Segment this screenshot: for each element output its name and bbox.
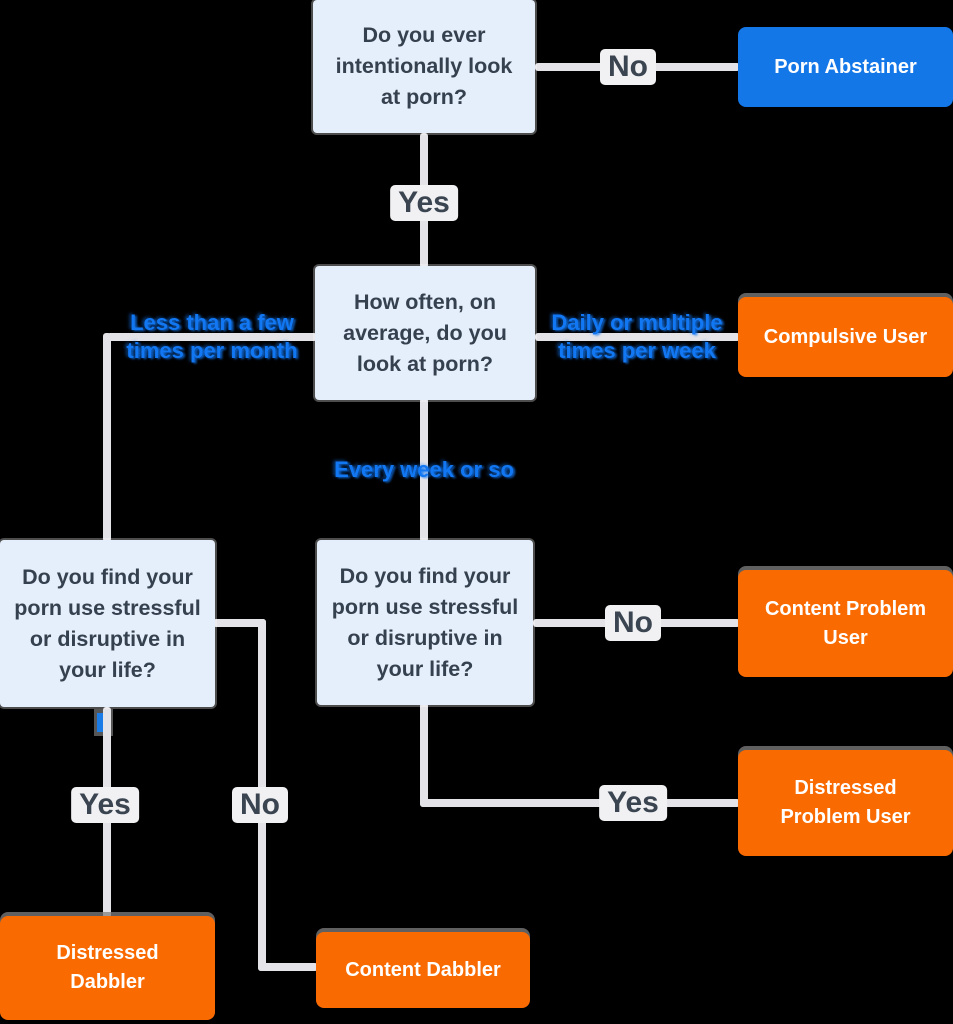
question-line: Do you ever bbox=[362, 23, 486, 47]
result-line: User bbox=[823, 626, 868, 649]
result-line: Distressed bbox=[56, 942, 159, 964]
question-line: Do you find your bbox=[22, 564, 193, 589]
result-distressed-dabbler: Distressed Dabbler bbox=[0, 916, 215, 1020]
result-line: Porn Abstainer bbox=[774, 55, 917, 78]
question-line: porn use stressful bbox=[331, 594, 519, 619]
result-porn-abstainer: Porn Abstainer bbox=[738, 27, 953, 107]
result-distressed-problem-user: Distressed Problem User bbox=[738, 750, 953, 856]
edge-label-line: Less than a few bbox=[130, 310, 294, 335]
label-no-top: No bbox=[600, 49, 656, 85]
edge-q4-to-distressed-problem bbox=[420, 799, 740, 807]
label-less-than-few: Less than a few times per month bbox=[126, 309, 297, 365]
label-no-middle: No bbox=[605, 605, 661, 641]
question-line: porn use stressful bbox=[14, 595, 201, 620]
edge-label-line: times per month bbox=[126, 338, 298, 363]
result-line: Content Problem bbox=[764, 597, 927, 620]
question-stressful-left: Do you find your porn use stressful or d… bbox=[0, 540, 215, 707]
edge-q2-left-vertical bbox=[103, 333, 111, 542]
question-line: your life? bbox=[59, 657, 156, 682]
result-compulsive-user: Compulsive User bbox=[738, 297, 953, 377]
edge-label-line: Every week or so bbox=[334, 457, 514, 482]
edge-q3-right-horizontal bbox=[213, 619, 266, 627]
label-daily-multiple: Daily or multiple times per week bbox=[551, 309, 722, 365]
question-stressful-middle: Do you find your porn use stressful or d… bbox=[317, 540, 533, 705]
edge-to-content-dabbler bbox=[258, 963, 318, 971]
label-yes-middle: Yes bbox=[599, 785, 667, 821]
question-line: look at porn? bbox=[356, 351, 494, 376]
result-line: Problem User bbox=[780, 806, 911, 828]
question-how-often: How often, on average, do you look at po… bbox=[315, 266, 535, 400]
edge-label-line: times per week bbox=[558, 338, 716, 363]
edge-q2-to-compulsive bbox=[535, 333, 740, 341]
result-line: Distressed bbox=[794, 777, 897, 799]
question-line: or disruptive in bbox=[29, 626, 186, 651]
result-line: Dabbler bbox=[70, 971, 145, 993]
edge-q2-left-horizontal bbox=[107, 333, 317, 341]
label-yes-top: Yes bbox=[390, 185, 458, 221]
edge-q2-to-q4 bbox=[420, 398, 428, 542]
question-line: average, do you bbox=[343, 320, 507, 345]
result-content-dabbler: Content Dabbler bbox=[316, 932, 530, 1008]
result-line: Content Dabbler bbox=[345, 958, 501, 981]
question-line: Do you find your bbox=[339, 563, 511, 588]
edge-label-line: Daily or multiple bbox=[551, 310, 723, 335]
label-yes-left: Yes bbox=[71, 787, 139, 823]
edge-q4-down-vertical bbox=[420, 703, 428, 807]
question-line: How often, on bbox=[353, 289, 497, 314]
question-line: at porn? bbox=[381, 85, 467, 109]
label-every-week: Every week or so bbox=[334, 456, 514, 484]
question-line: intentionally look bbox=[335, 54, 513, 78]
question-line: your life? bbox=[376, 656, 474, 681]
label-no-left: No bbox=[232, 787, 288, 823]
artifact-blue-mark-inner bbox=[97, 713, 106, 732]
result-content-problem-user: Content Problem User bbox=[738, 570, 953, 677]
question-line: or disruptive in bbox=[347, 625, 503, 650]
question-intentional-porn: Do you ever intentionally look at porn? bbox=[313, 0, 535, 133]
result-line: Compulsive User bbox=[763, 325, 928, 348]
